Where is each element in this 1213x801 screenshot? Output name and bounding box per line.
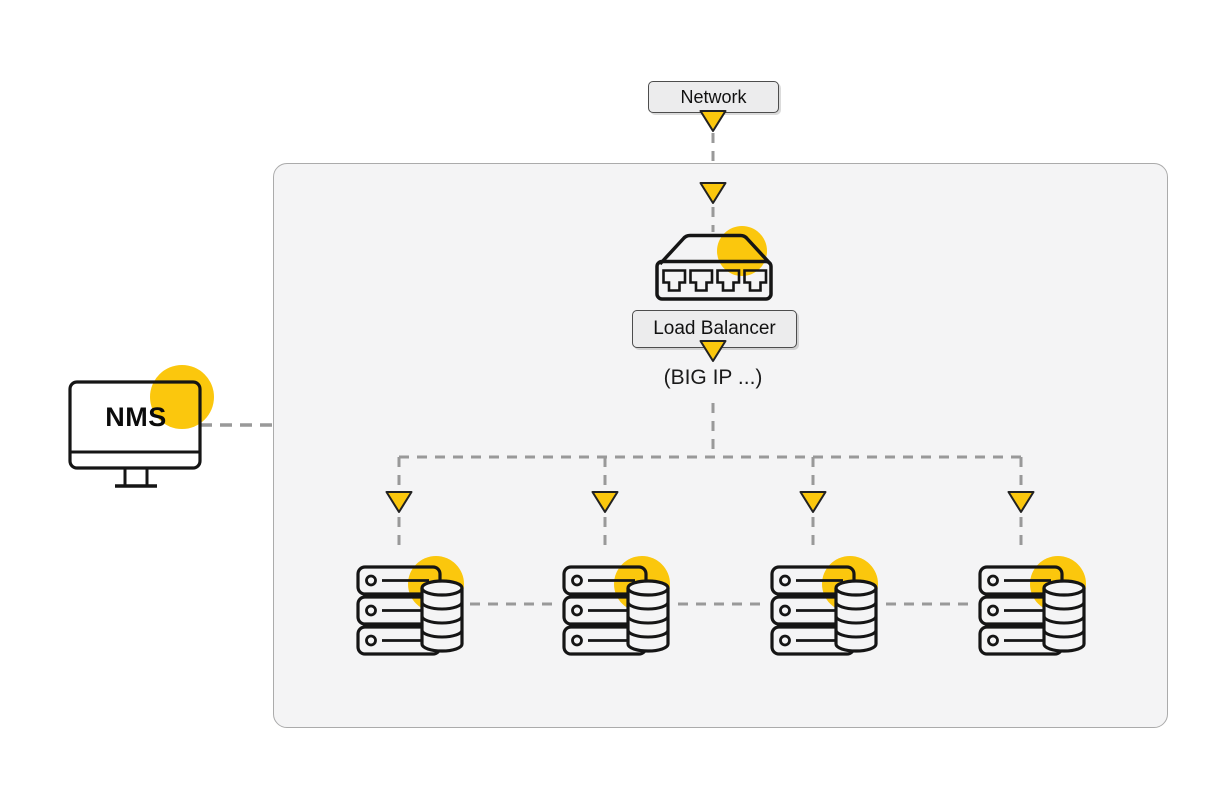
load-balancer-node: Load Balancer [632,310,797,348]
network-node: Network [648,81,779,113]
nms-label: NMS [105,402,167,432]
load-balancer-label: Load Balancer [653,318,776,339]
network-label: Network [680,86,747,107]
system-boundary [273,163,1168,728]
load-balancer-sublabel: (BIG IP ...) [663,366,763,389]
arrow-down-icon [699,110,727,132]
